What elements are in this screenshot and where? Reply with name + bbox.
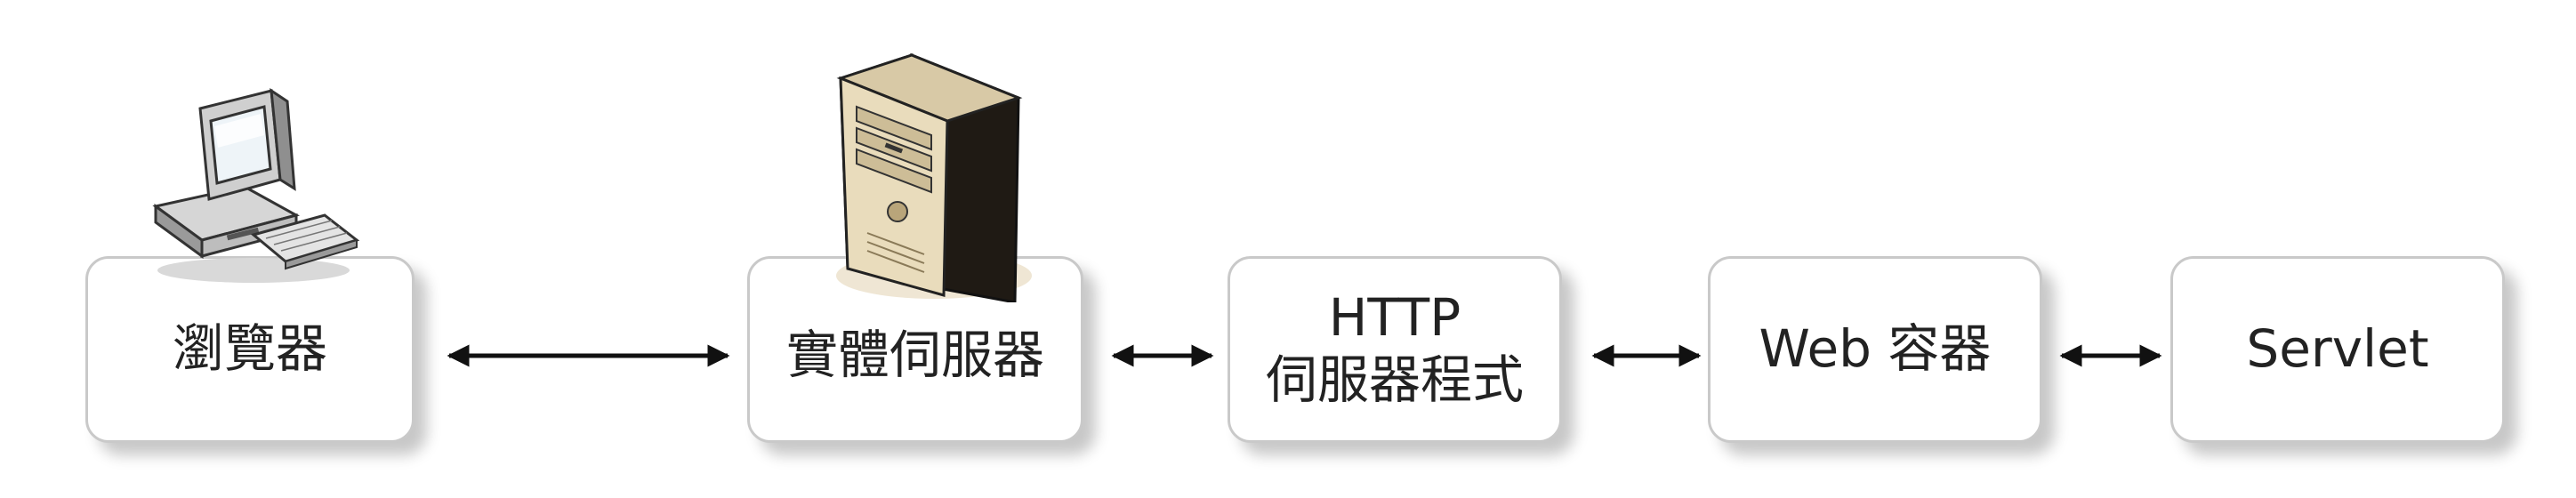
physical-server-label: 實體伺服器 [785,325,1044,386]
web-container-box: Web 容器 [1708,256,2042,443]
http-server-label: HTTP 伺服器程式 [1265,287,1524,410]
servlet-box: Servlet [2170,256,2505,443]
tower-server-icon [836,52,1032,302]
web-container-label: Web 容器 [1759,318,1992,380]
browser-box: 瀏覽器 [85,256,415,443]
desktop-computer-icon [152,87,360,283]
servlet-label: Servlet [2246,318,2429,380]
browser-label: 瀏覽器 [172,318,327,380]
http-server-box: HTTP 伺服器程式 [1228,256,1562,443]
